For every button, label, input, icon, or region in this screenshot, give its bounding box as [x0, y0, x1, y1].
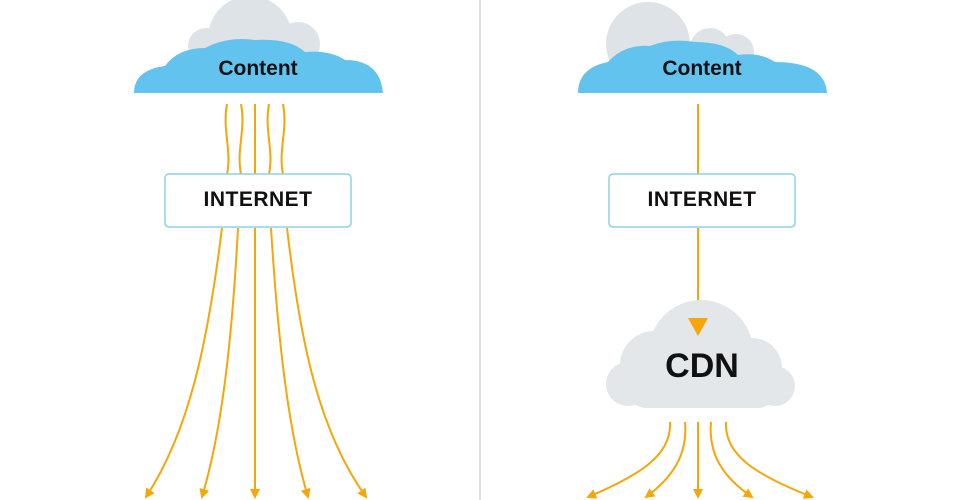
cdn-arrow-2 [644, 421, 687, 499]
left-panel [134, 0, 383, 499]
right-content-label: Content [662, 57, 742, 80]
left-arrow-2 [199, 227, 239, 499]
right-content-cloud [578, 40, 827, 93]
right-panel [578, 2, 827, 499]
left-arrow-4 [270, 227, 311, 499]
cdn-cloud [606, 300, 795, 408]
left-fanout-arrows [144, 227, 368, 499]
cdn-label: CDN [665, 347, 739, 385]
cdn-arrow-4 [709, 421, 754, 499]
left-arrow-1 [144, 227, 223, 499]
left-internet-label: INTERNET [203, 188, 313, 211]
cdn-arrow-tip [688, 318, 708, 336]
cdn-arrow-5 [724, 421, 814, 499]
cdn-arrow-1 [586, 421, 672, 499]
left-arrow-5 [286, 227, 368, 499]
left-content-label: Content [218, 57, 298, 80]
right-internet-label: INTERNET [647, 188, 757, 211]
left-content-cloud [134, 39, 383, 93]
left-upper-lines [224, 103, 286, 175]
right-internet-box [608, 173, 796, 228]
cdn-fanout-arrows [586, 421, 814, 499]
left-internet-box [164, 173, 352, 228]
